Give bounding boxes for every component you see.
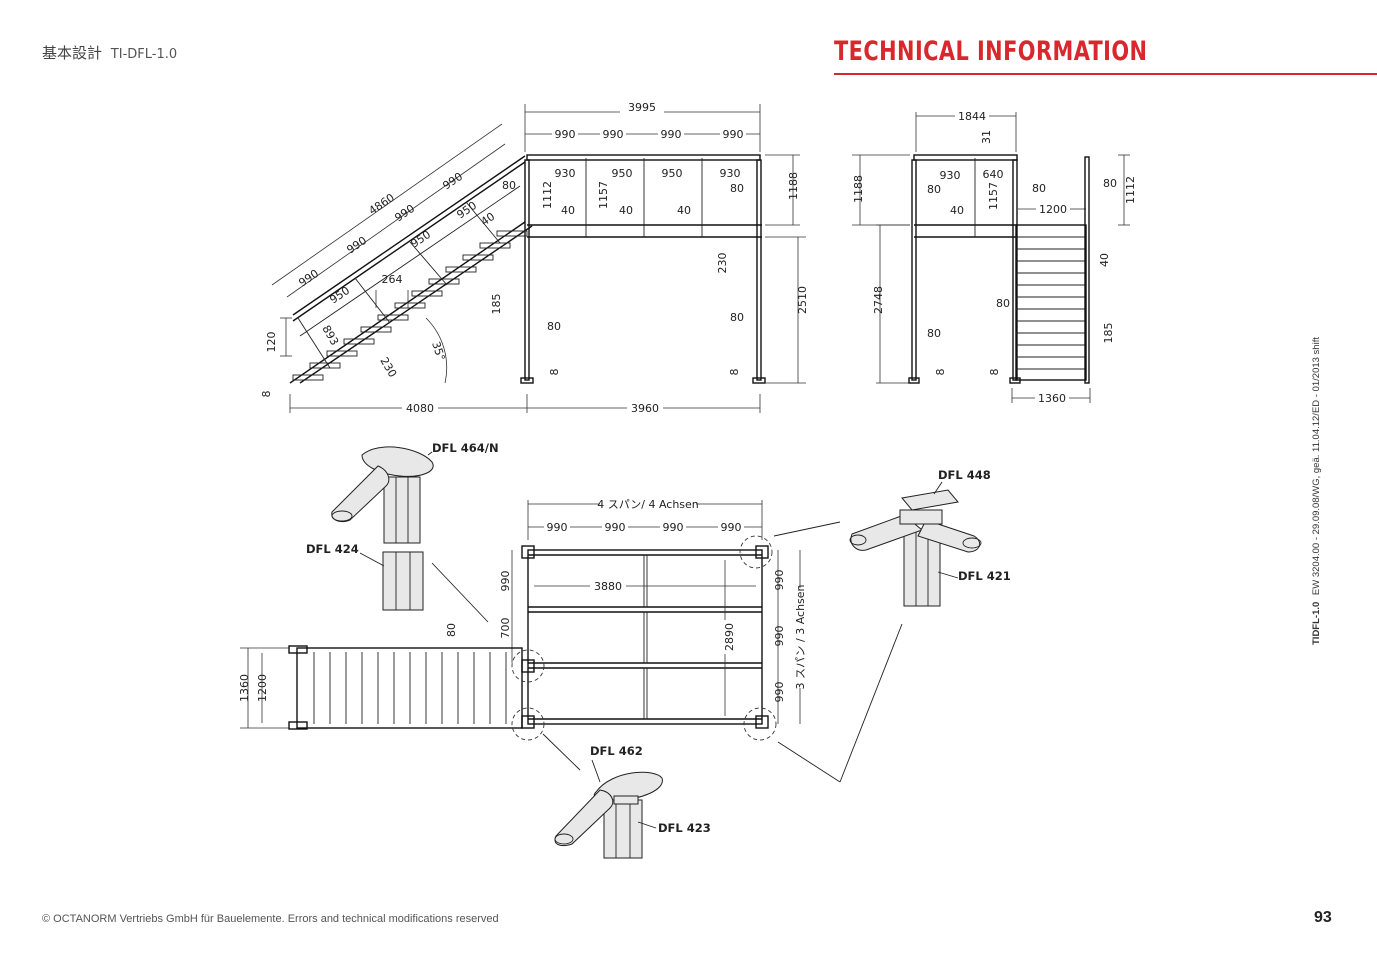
plan-span-4: 990 — [721, 521, 742, 534]
side-dim-40a: 40 — [561, 204, 575, 217]
side-post-80b: 80 — [730, 311, 744, 324]
plan-span-1: 990 — [547, 521, 568, 534]
front-dim-40a: 40 — [950, 204, 964, 217]
stair-panel-2: 950 — [408, 228, 433, 251]
plan-stair-inner: 1200 — [256, 674, 269, 702]
detail-dfl464: DFL 464/N — [331, 441, 499, 544]
title-japanese: 基本設計 — [42, 44, 103, 62]
side-dim-1188: 1188 — [787, 172, 800, 200]
stair-span-4: 990 — [440, 170, 465, 193]
stair-dim-40: 40 — [478, 210, 497, 229]
stair-dim-893: 893 — [319, 323, 341, 348]
label-dfl-424: DFL 424 — [306, 542, 359, 556]
plan-top-label: 4 スパン/ 4 Achsen — [597, 498, 699, 511]
side-dim-2510: 2510 — [796, 286, 809, 314]
stair-span-1: 990 — [296, 267, 321, 290]
document-code: TI-DFL-1.0 — [110, 47, 178, 62]
side-dim-80a: 80 — [730, 182, 744, 195]
plan-span-2: 990 — [605, 521, 626, 534]
plan-dim-80: 80 — [445, 623, 458, 637]
plan-inner-width: 3880 — [594, 580, 622, 593]
label-dfl-448: DFL 448 — [938, 468, 991, 482]
detail-dfl424: DFL 424 — [306, 542, 424, 611]
front-view: 1844 31 930 640 80 80 40 1157 1200 1188 … — [852, 108, 1137, 405]
side-span-1: 990 — [555, 128, 576, 141]
side-panel-4: 930 — [720, 167, 741, 180]
stair-dim-230: 230 — [377, 355, 399, 380]
stair-span-2: 990 — [344, 234, 369, 257]
document-title: 基本設計 TI-DFL-1.0 — [42, 42, 177, 63]
plan-right-label: 3 スパン / 3 Achsen — [794, 584, 807, 689]
stair-angle: 35° — [429, 340, 447, 363]
plan-left-700: 700 — [499, 618, 512, 639]
stair-dim-264: 264 — [382, 273, 403, 286]
front-post-80a: 80 — [927, 327, 941, 340]
section-heading: TECHNICAL INFORMATION — [834, 36, 1148, 67]
front-dim-8b: 8 — [988, 369, 1001, 376]
front-dim-80b: 80 — [1032, 182, 1046, 195]
side-top-total: 3995 — [628, 101, 656, 114]
plan-inner-depth: 2890 — [723, 623, 736, 651]
front-dim-1188: 1188 — [852, 175, 865, 203]
heading-rule — [834, 73, 1377, 75]
side-post-80a: 80 — [547, 320, 561, 333]
front-dim-930: 930 — [940, 169, 961, 182]
front-dim-8a: 8 — [934, 369, 947, 376]
detail-dfl448: DFL 448 DFL 421 — [849, 468, 1011, 607]
plan-span-3: 990 — [663, 521, 684, 534]
stair-dim-120: 120 — [265, 332, 278, 353]
front-dim-640: 640 — [983, 168, 1004, 181]
footer-copyright: © OCTANORM Vertriebs GmbH für Bauelement… — [42, 913, 499, 925]
stair-dim-185: 185 — [490, 294, 503, 315]
front-dim-80a: 80 — [927, 183, 941, 196]
front-dim-1200: 1200 — [1039, 203, 1067, 216]
side-dim-1112: 1112 — [541, 181, 554, 209]
plan-view: 4 スパン/ 4 Achsen 990 990 990 990 3880 — [238, 497, 903, 783]
plan-right-span-2: 990 — [773, 626, 786, 647]
plan-left-990: 990 — [499, 571, 512, 592]
side-dim-8b: 8 — [728, 369, 741, 376]
stair-span-3: 990 — [392, 202, 417, 225]
side-view: 3995 990 990 990 990 930 950 950 930 40 … — [260, 100, 809, 415]
front-bottom: 1360 — [1038, 392, 1066, 405]
front-dim-1112: 1112 — [1124, 176, 1137, 204]
side-span-3: 990 — [661, 128, 682, 141]
side-bottom-left: 4080 — [406, 402, 434, 415]
side-dim-40b: 40 — [619, 204, 633, 217]
side-panel-1: 930 — [555, 167, 576, 180]
side-dim-80b: 80 — [502, 179, 516, 192]
stair-dim-8: 8 — [260, 391, 273, 398]
plan-right-span-1: 990 — [773, 570, 786, 591]
plan-right-span-3: 990 — [773, 682, 786, 703]
front-post-80b: 80 — [996, 297, 1010, 310]
label-dfl-464: DFL 464/N — [432, 441, 499, 455]
front-dim-80c: 80 — [1103, 177, 1117, 190]
side-dim-1157: 1157 — [597, 181, 610, 209]
plan-stair-outer: 1360 — [238, 674, 251, 702]
side-bottom-right: 3960 — [631, 402, 659, 415]
front-dim-1157: 1157 — [987, 182, 1000, 210]
side-dim-40c: 40 — [677, 204, 691, 217]
side-span-2: 990 — [603, 128, 624, 141]
front-dim-31: 31 — [980, 130, 993, 144]
front-top-total: 1844 — [958, 110, 986, 123]
label-dfl-462: DFL 462 — [590, 744, 643, 758]
side-dim-8a: 8 — [548, 369, 561, 376]
page-number: 93 — [1314, 909, 1332, 926]
side-span-4: 990 — [723, 128, 744, 141]
side-panel-3: 950 — [662, 167, 683, 180]
side-panel-2: 950 — [612, 167, 633, 180]
front-dim-185: 185 — [1102, 323, 1115, 344]
side-dim-230: 230 — [716, 253, 729, 274]
detail-dfl462: DFL 462 DFL 423 — [554, 744, 711, 859]
front-dim-2748: 2748 — [872, 286, 885, 314]
label-dfl-423: DFL 423 — [658, 821, 711, 835]
front-dim-40b: 40 — [1098, 253, 1111, 267]
label-dfl-421: DFL 421 — [958, 569, 1011, 583]
